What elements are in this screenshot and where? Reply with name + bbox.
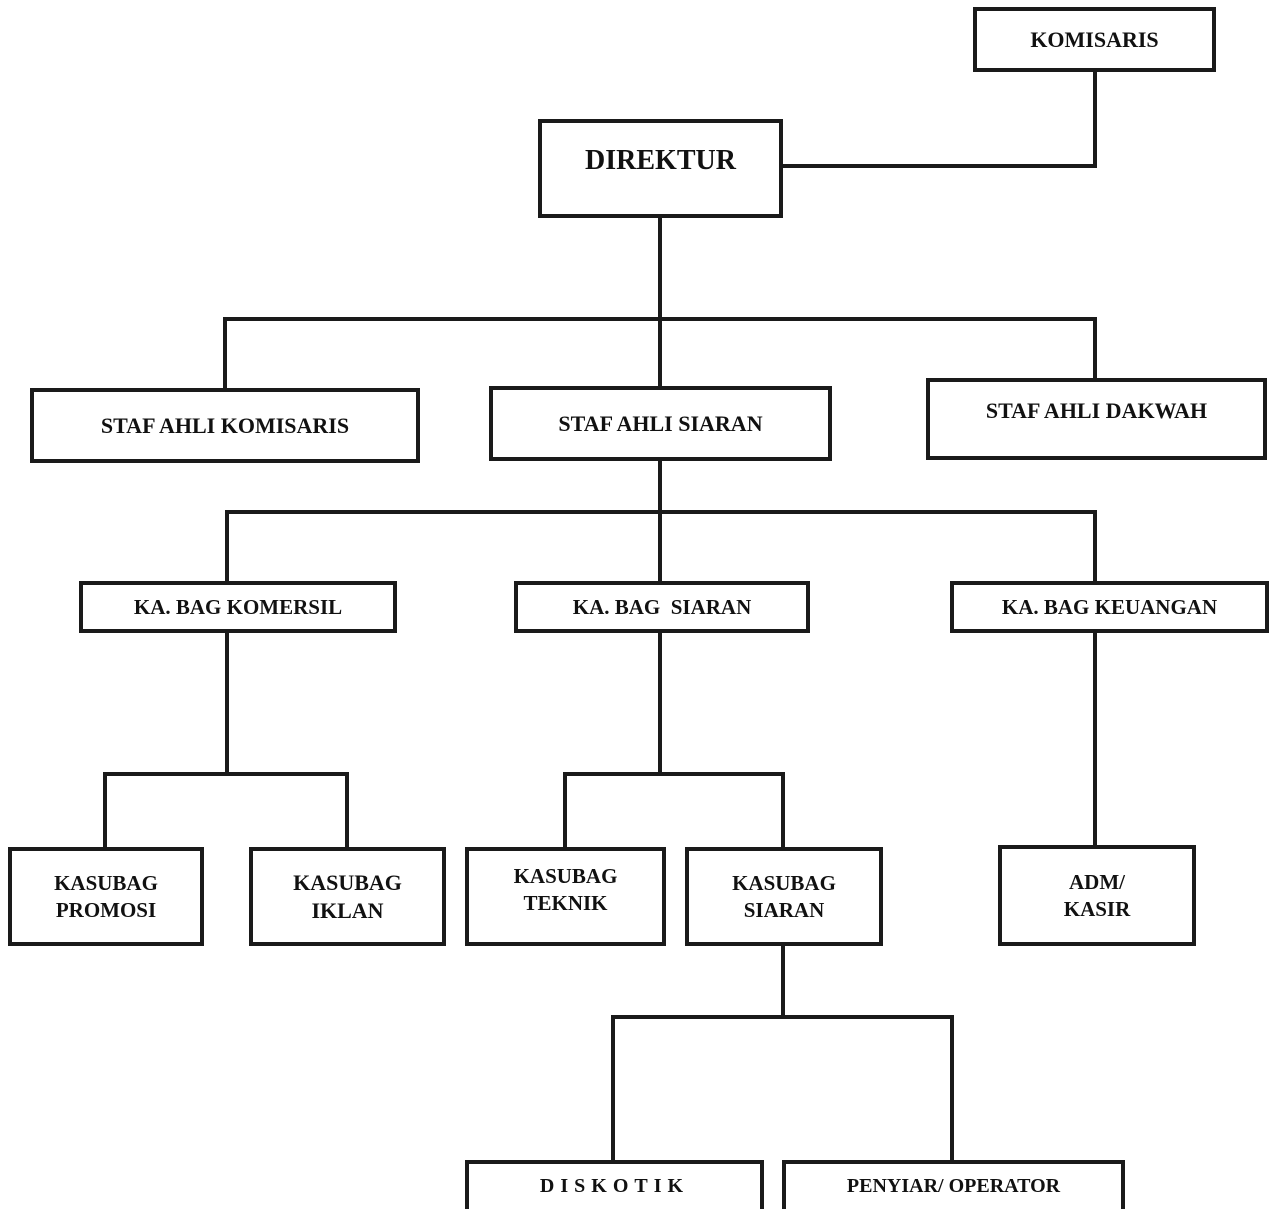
node-adm-kasir-line2: KASIR (1063, 896, 1131, 921)
node-komisaris-label: KOMISARIS (1030, 26, 1159, 52)
node-kabag-keuangan-label: KA. BAG KEUANGAN (1001, 594, 1218, 619)
node-kasubag-teknik-line2: TEKNIK (523, 890, 608, 915)
node-kasubag-promosi-line1: KASUBAG (54, 871, 158, 896)
node-kabag-siaran-label: KA. BAG SIARAN (572, 594, 752, 619)
node-kasubag-siaran-line2: SIARAN (743, 897, 825, 922)
node-diskotik-label: DISKOTIK (539, 1175, 690, 1197)
node-adm-kasir-line1: ADM/ (1069, 870, 1125, 895)
node-kasubag-siaran: KASUBAG SIARAN (685, 847, 883, 946)
node-staf-ahli-dakwah: STAF AHLI DAKWAH (926, 378, 1267, 460)
node-penyiar-operator: PENYIAR/ OPERATOR (782, 1160, 1125, 1209)
node-diskotik: DISKOTIK (465, 1160, 764, 1209)
node-kasubag-iklan: KASUBAG IKLAN (249, 847, 446, 946)
node-kabag-komersil-label: KA. BAG KOMERSIL (133, 594, 343, 619)
node-kabag-siaran: KA. BAG SIARAN (514, 581, 810, 633)
node-penyiar-operator-label: PENYIAR/ OPERATOR (846, 1175, 1061, 1197)
node-direktur-label: DIREKTUR (585, 145, 736, 176)
node-staf-ahli-komisaris-label: STAF AHLI KOMISARIS (100, 412, 350, 438)
node-kasubag-teknik: KASUBAG TEKNIK (465, 847, 666, 946)
node-kasubag-iklan-line2: IKLAN (311, 897, 384, 923)
connector-komisaris-direktur (781, 68, 1097, 168)
node-kabag-keuangan: KA. BAG KEUANGAN (950, 581, 1269, 633)
node-kasubag-promosi-line2: PROMOSI (55, 897, 157, 922)
node-kasubag-iklan-line1: KASUBAG (293, 870, 402, 895)
node-kasubag-promosi: KASUBAG PROMOSI (8, 847, 204, 946)
node-komisaris: KOMISARIS (973, 7, 1216, 72)
node-staf-ahli-siaran: STAF AHLI SIARAN (489, 386, 832, 461)
node-staf-ahli-dakwah-label: STAF AHLI DAKWAH (985, 398, 1208, 424)
node-kabag-komersil: KA. BAG KOMERSIL (79, 581, 397, 633)
node-adm-kasir: ADM/ KASIR (998, 845, 1196, 946)
node-kasubag-siaran-line1: KASUBAG (732, 871, 836, 896)
node-kasubag-teknik-line1: KASUBAG (513, 864, 618, 889)
node-direktur: DIREKTUR (538, 119, 783, 218)
node-staf-ahli-siaran-label: STAF AHLI SIARAN (558, 410, 763, 436)
node-staf-ahli-komisaris: STAF AHLI KOMISARIS (30, 388, 420, 463)
